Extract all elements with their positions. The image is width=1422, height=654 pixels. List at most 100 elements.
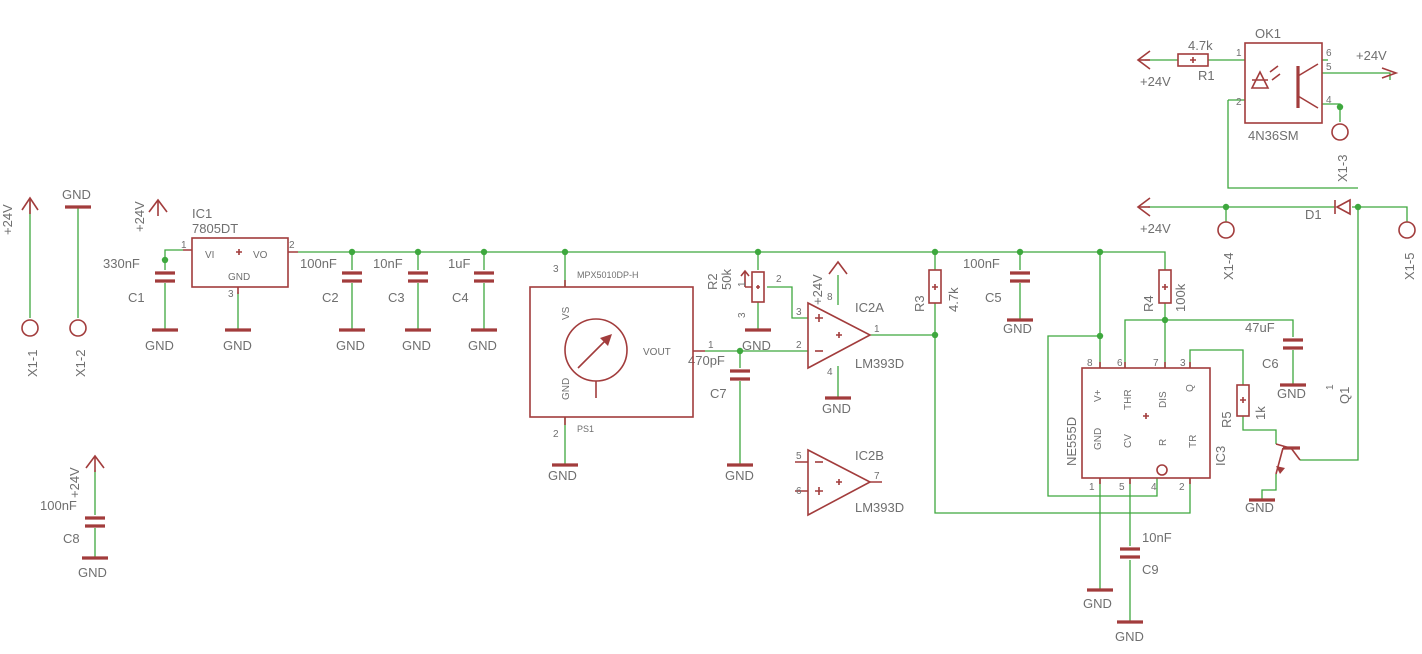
ok1-pin-2: 2 (1236, 97, 1242, 108)
ic2b-comparator: IC2B LM393D 5 6 7 (795, 448, 904, 517)
ps1-value: MPX5010DP-H (577, 270, 639, 280)
c9-name: C9 (1142, 562, 1159, 577)
ic3-pin-4: 4 (1151, 482, 1157, 493)
ic1-regulator: IC1 7805DT VI VO GND 1 2 3 (181, 206, 298, 300)
ps1-pin-2: 2 (553, 429, 559, 440)
net-label-v24-x1-1: +24V (0, 204, 15, 235)
net-label-gnd-c7: GND (725, 468, 754, 483)
r5-value: 1k (1253, 406, 1268, 420)
supply-arrow-x1-1 (21, 196, 39, 214)
net-label-gnd-c3: GND (402, 338, 431, 353)
resistor-r4: R4 100k (1141, 269, 1188, 312)
ic3-pin-3: 3 (1180, 358, 1186, 369)
ok1-value: 4N36SM (1248, 128, 1299, 143)
net-label-gnd-c9: GND (1115, 629, 1144, 644)
c6-name: C6 (1262, 356, 1279, 371)
ps1-pin-vs: VS (561, 306, 572, 320)
r2-pin-3: 3 (737, 312, 748, 318)
ic3-pin-8: 8 (1087, 358, 1093, 369)
r2-name: R2 (705, 273, 720, 290)
net-label-gnd-ps1: GND (548, 468, 577, 483)
net-label-gnd-c5: GND (1003, 321, 1032, 336)
ic3-pin-7: 7 (1153, 358, 1159, 369)
capacitor-c2: 100nF C2 (300, 256, 362, 305)
net-label-v24-x1-4: +24V (1140, 221, 1171, 236)
connector-x1-4-label: X1-4 (1221, 253, 1236, 280)
net-label-gnd-c6: GND (1277, 386, 1306, 401)
capacitor-c4: 1uF C4 (448, 256, 494, 305)
c6-value: 47uF (1245, 320, 1275, 335)
supply-arrow-ic1 (148, 198, 168, 216)
c4-value: 1uF (448, 256, 470, 271)
c2-name: C2 (322, 290, 339, 305)
r2-pin-2: 2 (776, 274, 782, 285)
ps1-pin-3: 3 (553, 264, 559, 275)
connector-x1-2: X1-2 (69, 319, 88, 377)
ic1-pin-vo: VO (253, 250, 268, 261)
ic1-pin-gnd: GND (228, 272, 250, 283)
ic3-pin-6: 6 (1117, 358, 1123, 369)
net-label-gnd-c4: GND (468, 338, 497, 353)
net-label-gnd-x1-2: GND (62, 187, 91, 202)
ic2a-pin-8: 8 (827, 292, 833, 303)
ic1-value: 7805DT (192, 221, 238, 236)
ic3-pin-dis: DIS (1158, 391, 1169, 408)
ps1-pin-gnd: GND (561, 378, 572, 400)
d1-name: D1 (1305, 207, 1322, 222)
ok1-optocoupler: OK1 4N36SM 1 2 6 5 4 (1236, 26, 1332, 143)
supply-symbols (21, 50, 1399, 472)
capacitor-c1: 330nF C1 (103, 256, 175, 305)
ok1-pin-1: 1 (1236, 48, 1242, 59)
ps1-name: PS1 (577, 424, 594, 434)
connector-x1-5-label: X1-5 (1402, 253, 1417, 280)
c7-name: C7 (710, 386, 727, 401)
ic2a-pin-1: 1 (874, 324, 880, 335)
c5-name: C5 (985, 290, 1002, 305)
supply-arrow-c8 (85, 454, 105, 472)
ok1-pin-6: 6 (1326, 48, 1332, 59)
r3-value: 4.7k (946, 287, 961, 312)
connector-x1-2-label: X1-2 (73, 350, 88, 377)
ic1-pin-3: 3 (228, 289, 234, 300)
net-labels: +24V +24V +24V +24V +24V +24V GND GND GN… (0, 48, 1387, 644)
ps1-pin-vout: VOUT (643, 347, 671, 358)
c9-value: 10nF (1142, 530, 1172, 545)
q1-pin-1: 1 (1325, 384, 1336, 390)
ic3-pin-gnd: GND (1093, 428, 1104, 450)
ic3-pin-r: R (1158, 439, 1169, 446)
c4-name: C4 (452, 290, 469, 305)
net-label-gnd-q1: GND (1245, 500, 1274, 515)
supply-arrow-ok1 (1381, 67, 1399, 79)
connector-x1-1-label: X1-1 (25, 350, 40, 377)
connector-x1-1: X1-1 (21, 319, 40, 377)
r1-value: 4.7k (1188, 38, 1213, 53)
net-label-gnd-c1: GND (145, 338, 174, 353)
ic2a-name: IC2A (855, 300, 884, 315)
r2-value: 50k (719, 269, 734, 290)
ic2a-value: LM393D (855, 356, 904, 371)
ic3-value: NE555D (1064, 417, 1079, 466)
net-label-gnd-ic2a: GND (822, 401, 851, 416)
ic3-timer: V+ THR DIS Q GND CV R TR NE555D IC3 8 6 … (1064, 358, 1228, 493)
junctions (161, 103, 1362, 355)
ok1-pin-5: 5 (1326, 62, 1332, 73)
ic1-pin-1: 1 (181, 240, 187, 251)
connector-x1-3: X1-3 (1331, 123, 1350, 182)
ic2a-pin-3: 3 (796, 307, 802, 318)
ic3-pin-5: 5 (1119, 482, 1125, 493)
net-label-gnd-ic1: GND (223, 338, 252, 353)
ps1-pressure-sensor: MPX5010DP-H PS1 VS GND VOUT 1 2 3 (529, 264, 714, 440)
r2-pin-1: 1 (737, 281, 748, 287)
ic3-pin-2: 2 (1179, 482, 1185, 493)
d1-diode: D1 (1305, 198, 1351, 222)
ic3-pin-vplus: V+ (1093, 389, 1104, 402)
q1-transistor: Q1 1 (1275, 384, 1352, 475)
wires (29, 59, 1408, 622)
ic2b-name: IC2B (855, 448, 884, 463)
ic2a-supply-label: +24V (810, 274, 825, 305)
ok1-pin-4: 4 (1326, 95, 1332, 106)
capacitor-c3: 10nF C3 (373, 256, 428, 305)
resistor-r2-potentiometer: R2 50k 1 2 3 (705, 269, 782, 318)
